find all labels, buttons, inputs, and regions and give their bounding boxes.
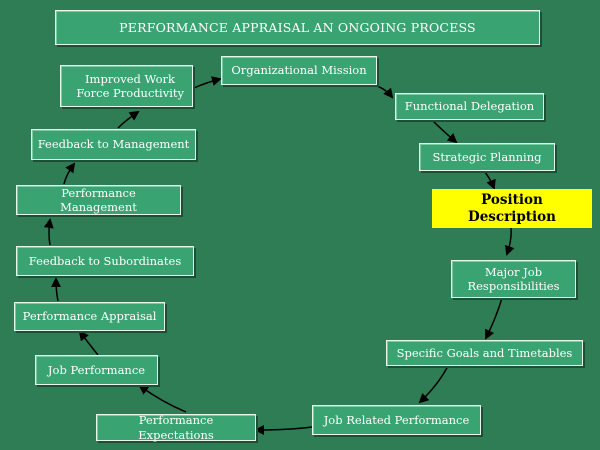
step-functional-delegation: Functional Delegation xyxy=(395,93,544,120)
step-performance-expectations: Performance Expectations xyxy=(96,413,256,442)
arrow-responsibilities-to-goals xyxy=(485,297,503,340)
step-job-performance: Job Performance xyxy=(35,355,158,385)
step-performance-management: Performance Management xyxy=(16,185,181,215)
step-feedback-to-subordinates: Feedback to Subordinates xyxy=(16,246,194,276)
step-organizational-mission: Organizational Mission xyxy=(221,56,377,85)
arrow-feedback-management-to-productivity xyxy=(117,110,140,129)
arrow-expectations-to-job-performance xyxy=(138,384,187,413)
step-strategic-planning: Strategic Planning xyxy=(419,143,555,171)
step-performance-appraisal: Performance Appraisal xyxy=(14,302,165,331)
step-specific-goals-timetables: Specific Goals and Timetables xyxy=(386,340,583,366)
arrow-description-to-responsibilities xyxy=(504,227,515,256)
major-job-line1: Major Job xyxy=(484,264,543,279)
step-job-related-performance: Job Related Performance xyxy=(312,405,481,435)
arrow-job-related-to-expectations xyxy=(254,424,313,435)
major-job-line2: Responsibilities xyxy=(467,279,560,293)
arrow-mission-to-delegation xyxy=(371,83,394,99)
improved-work-line2: Force Productivity xyxy=(76,86,184,100)
arrow-feedback-subordinates-to-management xyxy=(43,218,54,246)
step-major-job-responsibilities: Major Job Responsibilities xyxy=(451,260,576,298)
arrow-appraisal-to-feedback-subordinates xyxy=(51,277,62,302)
diagram-title: PERFORMANCE APPRAISAL AN ONGOING PROCESS xyxy=(55,10,540,45)
improved-work-line1: Improved Work xyxy=(85,71,175,86)
arrow-goals-to-job-related xyxy=(418,365,449,404)
step-feedback-to-management: Feedback to Management xyxy=(31,129,196,160)
step-improved-work-force-productivity: Improved Work Force Productivity xyxy=(60,65,193,107)
arrow-job-performance-to-appraisal xyxy=(78,330,99,356)
arrow-planning-to-description xyxy=(483,170,496,190)
arrow-management-to-feedback-management xyxy=(63,162,76,185)
arrow-delegation-to-planning xyxy=(431,119,458,144)
arrow-productivity-to-mission xyxy=(193,76,222,89)
step-position-description: Position Description xyxy=(432,189,592,228)
